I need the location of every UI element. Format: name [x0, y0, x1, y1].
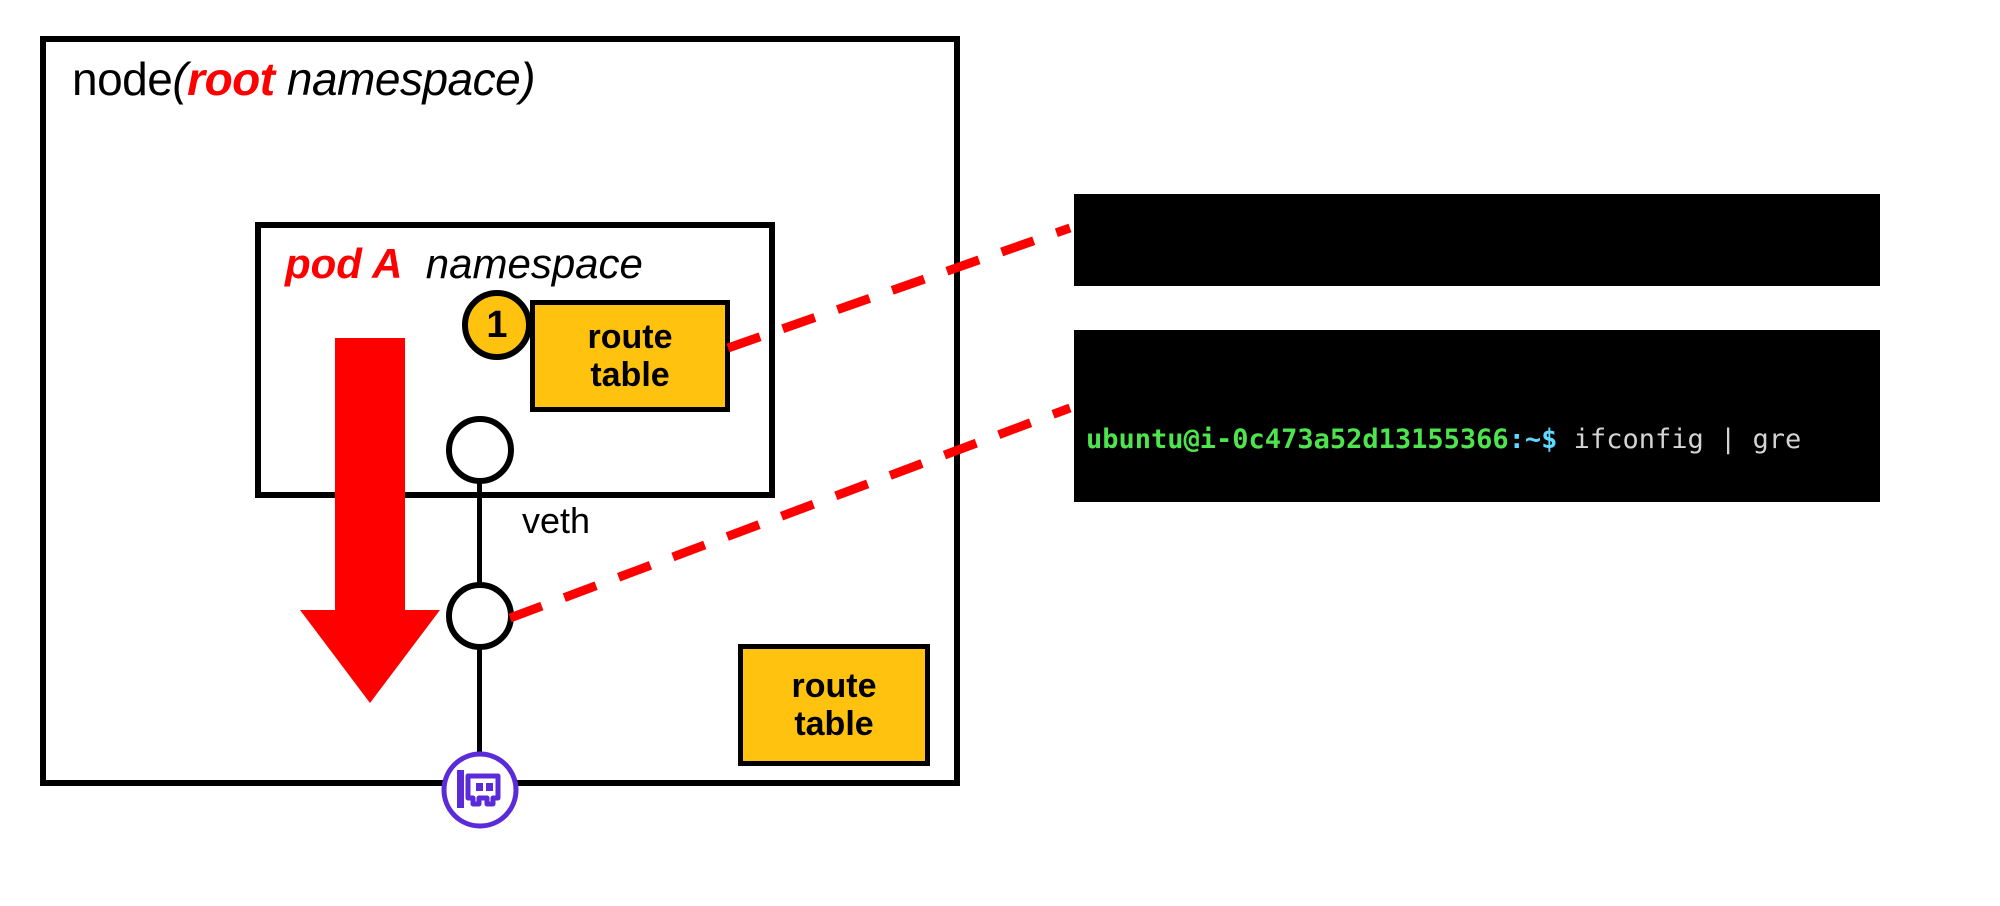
terminal-pod-arp[interactable]: netshoot-pod-7757d5dd99-94m4z# arp ? (16… — [1074, 194, 1880, 286]
veth-endpoint-host-side — [446, 582, 514, 650]
pod-title: pod A namespace — [285, 240, 643, 288]
veth-label: veth — [522, 500, 591, 541]
node-title-paren-open: ( — [172, 53, 188, 105]
route-table-host: route table — [738, 644, 930, 766]
veth-link-line-upper — [477, 470, 482, 595]
veth-endpoint-pod-side — [446, 416, 514, 484]
node-title-word: node — [72, 53, 173, 105]
step-badge-1: 1 — [462, 290, 532, 360]
node-title: node(root namespace) — [72, 52, 536, 106]
route-table-pod-line2: table — [590, 356, 670, 394]
route-table-pod: route table — [530, 300, 730, 412]
route-table-pod-line1: route — [587, 317, 673, 356]
terminal-host-command: ifconfig | gre — [1557, 424, 1802, 455]
terminal-host-ifconfig[interactable]: ubuntu@i-0c473a52d13155366:~$ ifconfig |… — [1074, 330, 1880, 502]
network-interface-card-icon — [441, 751, 519, 829]
terminal-host-path: :~$ — [1508, 424, 1558, 455]
terminal-host-line-1: ubuntu@i-0c473a52d13155366:~$ ifconfig |… — [1086, 419, 1880, 461]
node-title-root: root — [187, 53, 275, 105]
pod-title-suffix: namespace — [425, 240, 643, 287]
route-table-host-line2: table — [794, 705, 874, 743]
red-down-arrow-icon — [300, 338, 440, 703]
pod-title-name: pod A — [285, 240, 403, 287]
terminal-pod-line-1: netshoot-pod-7757d5dd99-94m4z# arp — [1086, 283, 1880, 286]
step-badge-1-number: 1 — [486, 303, 508, 346]
terminal-host-user: ubuntu@i-0c473a52d13155366 — [1086, 424, 1509, 455]
route-table-host-line1: route — [791, 666, 877, 705]
node-title-rest: namespace) — [274, 53, 536, 105]
veth-link-line-lower — [477, 640, 482, 770]
